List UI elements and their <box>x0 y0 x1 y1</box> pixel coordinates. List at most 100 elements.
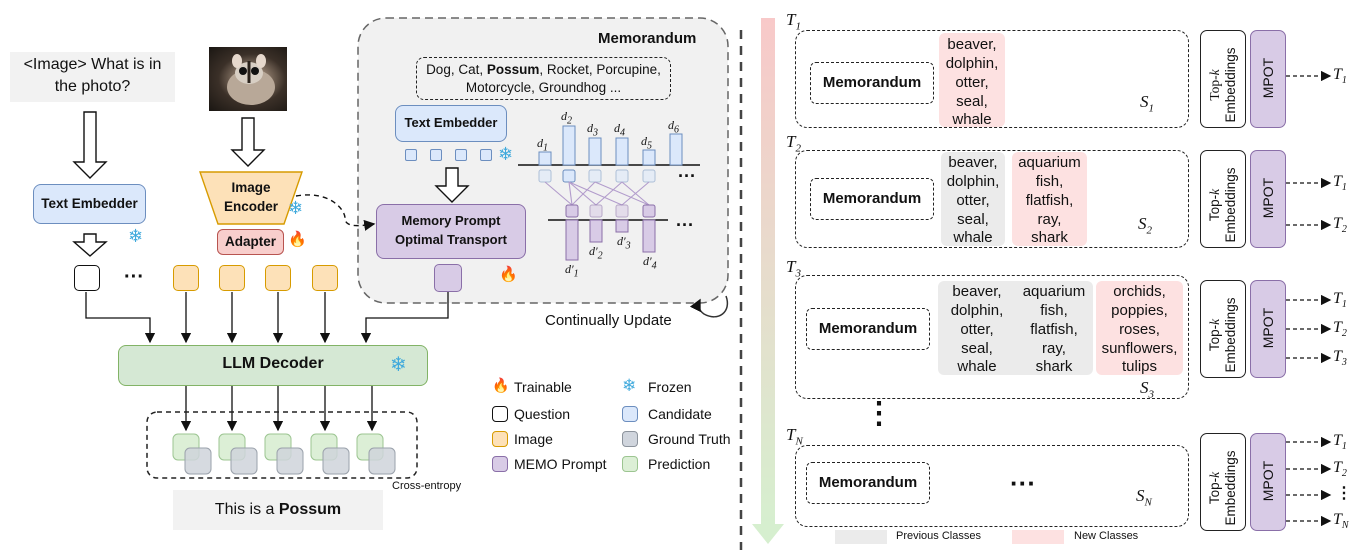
output-vdots: ⋮ <box>1336 485 1352 502</box>
task-label: T1 <box>786 10 801 33</box>
mpot-small-label: MPOT <box>1260 57 1276 99</box>
class-item: roses, <box>1119 321 1160 338</box>
d-label: d6 <box>668 118 679 136</box>
task-label: T2 <box>786 132 801 155</box>
embedding-chip <box>430 149 442 161</box>
transport-plot <box>518 125 700 261</box>
memorandum-title: Memorandum <box>598 30 697 47</box>
memo-embed-arrow <box>434 167 470 203</box>
set-label: SN <box>1136 486 1152 509</box>
snowflake-icon: ❄ <box>128 226 144 246</box>
d-label: d2 <box>561 109 572 127</box>
dprime-label: d′1 <box>565 262 579 280</box>
stage-vdots: ⋮ <box>864 397 894 430</box>
class-item: fish, <box>1040 302 1068 319</box>
adapter-label: Adapter <box>224 234 276 249</box>
image-token <box>265 265 291 291</box>
class-item: dolphin, <box>945 55 999 72</box>
question-token <box>74 265 100 291</box>
stage-box-1 <box>795 30 1189 128</box>
previous-classes-group <box>941 152 1005 246</box>
embedder-down-arrow <box>72 233 108 257</box>
class-item: beaver, <box>947 36 997 53</box>
snowflake-icon: ❄ <box>390 354 407 376</box>
memorandum-inner-box <box>810 178 934 220</box>
legend-candidate-swatch <box>622 406 638 422</box>
class-item: otter, <box>956 192 990 209</box>
previous-classes-swatch <box>835 530 887 544</box>
memorandum-inner-label: Memorandum <box>818 474 918 491</box>
answer-class: Possum <box>278 501 342 518</box>
class-item: seal, <box>956 93 988 110</box>
mpot-small-label: MPOT <box>1260 177 1276 219</box>
mpot-label-line2: Optimal Transport <box>395 232 507 247</box>
set-label: S3 <box>1140 378 1154 401</box>
dprime-label: d′4 <box>643 254 657 272</box>
possum-silhouette <box>227 54 275 105</box>
plot-ellipsis: ··· <box>676 215 694 235</box>
topk-box <box>1200 433 1246 531</box>
legend-prediction: Prediction <box>648 456 711 472</box>
class-item: whale <box>957 358 997 375</box>
class-item: beaver, <box>948 154 998 171</box>
class-item: ray, <box>1037 211 1062 228</box>
text-embedder-box <box>33 184 146 224</box>
embedding-chip <box>480 149 492 161</box>
image-encoder-label-line2: Encoder <box>223 199 278 214</box>
output-task-label: T3 <box>1333 348 1347 369</box>
legend-image-swatch <box>492 431 508 447</box>
set-label: S2 <box>1138 214 1152 237</box>
memo-text-embedder-box <box>395 105 507 142</box>
question-text-line1: <Image> What is in <box>23 56 162 73</box>
question-text-line2: the photo? <box>54 78 131 95</box>
answer-prefix: This is a <box>214 501 279 518</box>
class-item: sunflowers, <box>1101 340 1178 357</box>
memorandum-inner-box <box>806 308 930 350</box>
class-list-line2: Motorcycle, Groundhog ... <box>465 80 622 95</box>
memo-text-embedder-label: Text Embedder <box>404 115 498 130</box>
continual-update-label: Continually Update <box>545 312 672 329</box>
plot-ellipsis: ··· <box>678 166 696 186</box>
image-down-arrow <box>230 117 266 167</box>
image-token <box>173 265 199 291</box>
prediction-pairs <box>172 433 396 475</box>
class-item: whale <box>952 111 992 128</box>
cross-entropy-region <box>146 411 418 479</box>
d-label: d4 <box>614 121 625 139</box>
output-task-label: T2 <box>1333 215 1347 236</box>
class-item: shark <box>1035 358 1073 375</box>
image-token <box>312 265 338 291</box>
embedding-chip <box>405 149 417 161</box>
mpot-box <box>376 204 526 259</box>
mpot-small-box <box>1250 433 1286 531</box>
class-item: seal, <box>961 340 993 357</box>
legend-question-swatch <box>492 406 508 422</box>
stage-box-n <box>795 445 1189 527</box>
class-item: otter, <box>960 321 994 338</box>
mpot-small-label: MPOT <box>1260 307 1276 349</box>
task-label: T3 <box>786 257 801 280</box>
flame-icon: 🔥 <box>288 231 307 248</box>
set-label: S1 <box>1140 92 1154 115</box>
class-item: shark <box>1031 229 1068 246</box>
class-item: poppies, <box>1111 302 1168 319</box>
memorandum-inner-box <box>806 462 930 504</box>
legend-memo-prompt: MEMO Prompt <box>514 456 607 472</box>
stage-box-2 <box>795 150 1189 248</box>
legend-memo-prompt-swatch <box>492 456 508 472</box>
topk-box <box>1200 150 1246 248</box>
class-item: dolphin, <box>950 302 1004 319</box>
output-task-label: T1 <box>1333 66 1347 87</box>
d-label: d1 <box>537 136 548 154</box>
mpot-small-label: MPOT <box>1260 460 1276 502</box>
class-item: ray, <box>1042 340 1066 357</box>
snowflake-icon: ❄ <box>288 198 304 218</box>
classes-ellipsis: ··· <box>1010 468 1036 498</box>
llm-decoder-label: LLM Decoder <box>222 355 324 372</box>
class-item: otter, <box>955 74 989 91</box>
memo-prompt-token <box>434 264 462 292</box>
